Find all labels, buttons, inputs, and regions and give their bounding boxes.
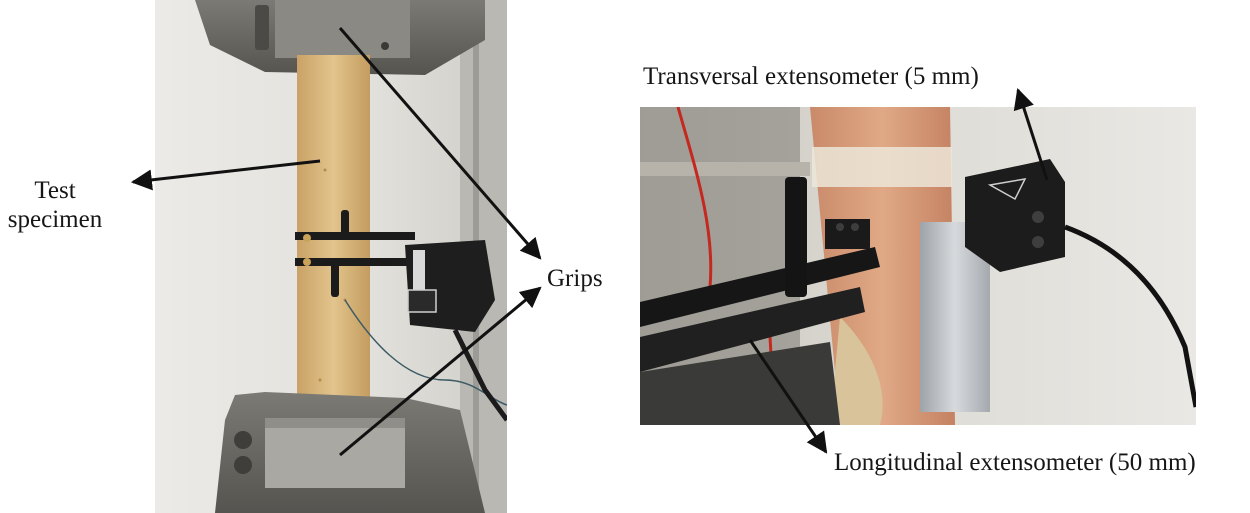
test-specimen-label-line1: Test (34, 177, 76, 204)
extensometer-arm (295, 232, 415, 240)
extensometer-closeup-photo (640, 107, 1196, 425)
test-specimen (297, 55, 370, 450)
test-setup-photo (155, 0, 507, 513)
extensometer-closeup-image (640, 107, 1196, 425)
tape-band (812, 147, 952, 187)
test-specimen-label: Test specimen (0, 176, 110, 234)
longitudinal-extensometer-label: Longitudinal extensometer (50 mm) (834, 449, 1196, 476)
red-wire (676, 107, 713, 288)
extensometer-cable (1064, 224, 1196, 408)
transversal-extensometer (965, 159, 1065, 272)
grips-label: Grips (547, 265, 603, 292)
test-specimen-label-line2: specimen (7, 206, 103, 233)
longitudinal-extensometer (640, 247, 880, 327)
transversal-extensometer-label: Transversal extensometer (5 mm) (643, 63, 979, 90)
test-setup-image (155, 0, 507, 513)
